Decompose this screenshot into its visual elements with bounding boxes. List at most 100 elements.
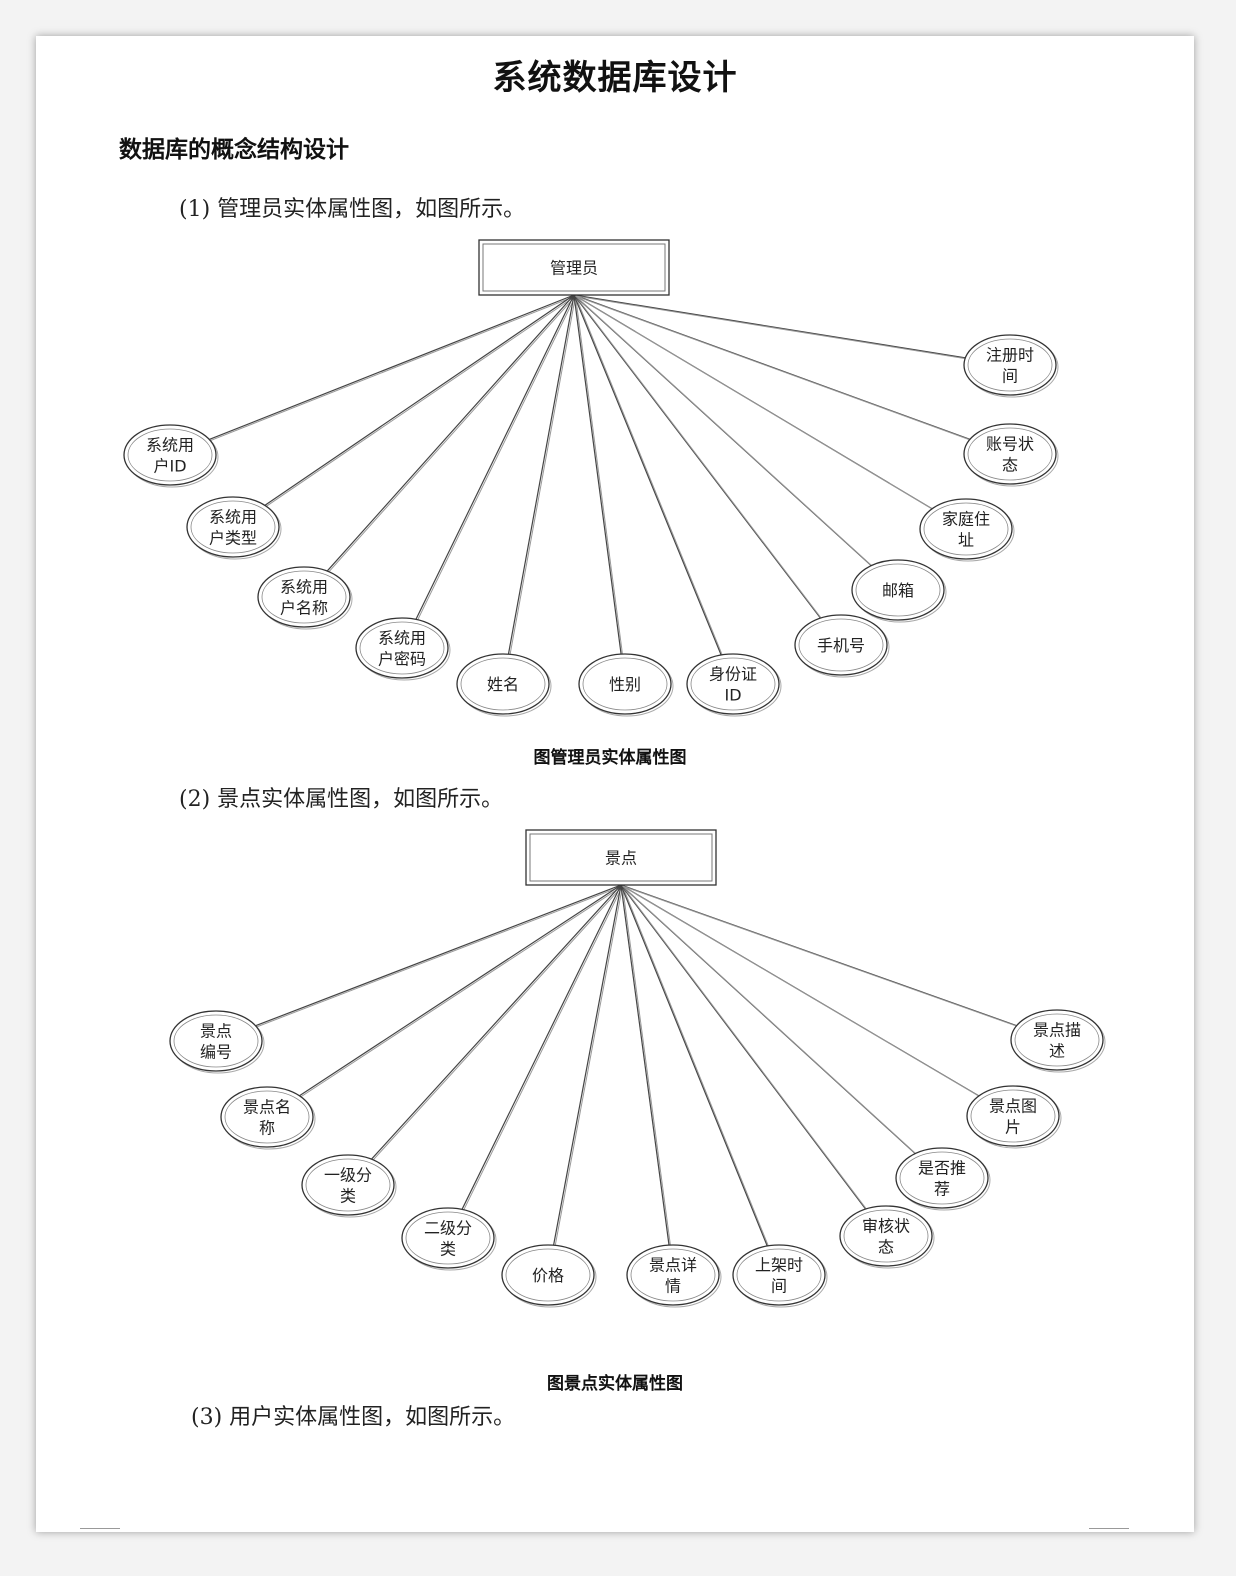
scenic-connector-line — [255, 884, 623, 1028]
admin-attribute-node: 姓名 — [456, 653, 552, 717]
scenic-attribute-node: 价格 — [501, 1244, 597, 1308]
admin-attribute-label: 家庭住 — [942, 510, 990, 529]
admin-attribute-label: 注册时 — [986, 346, 1034, 365]
scenic-entity-box: 景点 — [525, 829, 717, 886]
admin-attribute-label: 账号状 — [986, 435, 1034, 454]
scenic-entity-label: 景点 — [605, 849, 637, 868]
scenic-figure-caption: 图景点实体属性图 — [547, 1374, 683, 1394]
footer-mark-right — [1089, 1528, 1129, 1529]
admin-attribute-label: ID — [724, 686, 741, 705]
admin-attribute-label: 户类型 — [209, 529, 257, 548]
admin-attribute-node: 性别 — [578, 653, 674, 717]
scenic-connector-line — [620, 884, 1019, 1028]
scenic-attribute-label: 二级分 — [424, 1219, 472, 1238]
paragraph-user-intro: (3) 用户实体属性图，如图所示。 — [191, 1405, 516, 1430]
admin-er-diagram: 管理员系统用户ID系统用户类型系统用户名称系统用户密码姓名性别身份证ID手机号邮… — [123, 239, 1059, 717]
admin-attribute-node: 手机号 — [794, 614, 890, 678]
paragraph-scenic-intro: (2) 景点实体属性图，如图所示。 — [179, 787, 504, 812]
scenic-er-diagram: 景点景点编号景点名称一级分类二级分类价格景点详情上架时间审核状态是否推荐景点图片… — [169, 829, 1106, 1308]
scenic-attribute-label: 态 — [878, 1238, 894, 1257]
scenic-attribute-label: 间 — [771, 1277, 787, 1296]
scenic-attribute-label: 类 — [440, 1240, 456, 1259]
document-title: 系统数据库设计 — [492, 58, 738, 98]
paragraph-admin-intro: (1) 管理员实体属性图，如图所示。 — [179, 197, 526, 222]
scenic-attribute-label: 片 — [1005, 1118, 1021, 1137]
admin-connector-line — [326, 294, 576, 573]
admin-attribute-label: 户密码 — [378, 650, 426, 669]
scenic-connector-line — [299, 884, 623, 1098]
admin-attribute-label: 系统用 — [209, 508, 257, 527]
scenic-attribute-label: 景点名 — [243, 1098, 291, 1117]
admin-attribute-label: 态 — [1002, 456, 1018, 475]
admin-connector-line — [573, 294, 934, 511]
section-heading: 数据库的概念结构设计 — [119, 137, 349, 163]
scenic-connector-line — [620, 884, 918, 1155]
admin-attribute-label: 间 — [1002, 367, 1018, 386]
scenic-attribute-label: 上架时 — [755, 1256, 803, 1275]
admin-attribute-label: 姓名 — [487, 675, 519, 694]
scenic-attribute-label: 价格 — [532, 1266, 564, 1285]
scenic-attribute-label: 景点图 — [989, 1097, 1037, 1116]
document-page: 系统数据库设计 数据库的概念结构设计 (1) 管理员实体属性图，如图所示。 管理… — [36, 36, 1194, 1532]
admin-connector-line — [573, 294, 874, 567]
scenic-attribute-label: 一级分 — [324, 1166, 372, 1185]
admin-attribute-node: 邮箱 — [851, 559, 947, 623]
admin-connector-line — [507, 294, 576, 656]
scenic-attribute-label: 情 — [665, 1277, 681, 1296]
admin-attribute-label: 手机号 — [817, 636, 865, 655]
scenic-connector-line — [552, 884, 623, 1247]
admin-entity-box: 管理员 — [478, 239, 670, 296]
admin-connector-line — [573, 294, 724, 657]
scenic-attribute-label: 述 — [1049, 1042, 1065, 1061]
admin-attribute-label: 系统用 — [378, 629, 426, 648]
scenic-attribute-label: 景点详 — [649, 1256, 697, 1275]
scenic-attribute-label: 编号 — [200, 1043, 232, 1062]
scenic-connector-line — [620, 884, 868, 1211]
admin-attribute-label: 址 — [958, 531, 974, 550]
scenic-connector-line — [371, 884, 623, 1161]
admin-attribute-label: 户名称 — [280, 599, 328, 618]
scenic-attribute-label: 称 — [259, 1119, 275, 1138]
scenic-attribute-label: 景点描 — [1033, 1021, 1081, 1040]
scenic-connector-line — [620, 884, 770, 1248]
scenic-attribute-label: 荐 — [934, 1180, 950, 1199]
admin-connector-line — [573, 294, 967, 360]
footer-mark-left — [80, 1528, 120, 1529]
admin-attribute-label: 邮箱 — [882, 581, 914, 600]
admin-connector-line — [573, 294, 823, 620]
admin-connector-line — [573, 294, 624, 656]
admin-attribute-label: 户ID — [153, 457, 186, 476]
admin-attribute-label: 系统用 — [146, 436, 194, 455]
scenic-attribute-label: 景点 — [200, 1022, 232, 1041]
scenic-connector-line — [620, 884, 672, 1247]
admin-figure-caption: 图管理员实体属性图 — [533, 748, 687, 768]
admin-connector-line — [209, 294, 576, 441]
scenic-connector-line — [620, 884, 981, 1098]
admin-attribute-label: 性别 — [609, 675, 641, 694]
scenic-attribute-label: 是否推 — [918, 1159, 966, 1178]
scenic-attribute-label: 类 — [340, 1187, 356, 1206]
admin-attribute-label: 身份证 — [709, 665, 757, 684]
admin-attribute-label: 系统用 — [280, 578, 328, 597]
admin-connector-line — [415, 294, 576, 621]
scenic-attribute-label: 审核状 — [862, 1217, 910, 1236]
scenic-connector-line — [461, 884, 623, 1211]
admin-connector-line — [573, 294, 972, 441]
